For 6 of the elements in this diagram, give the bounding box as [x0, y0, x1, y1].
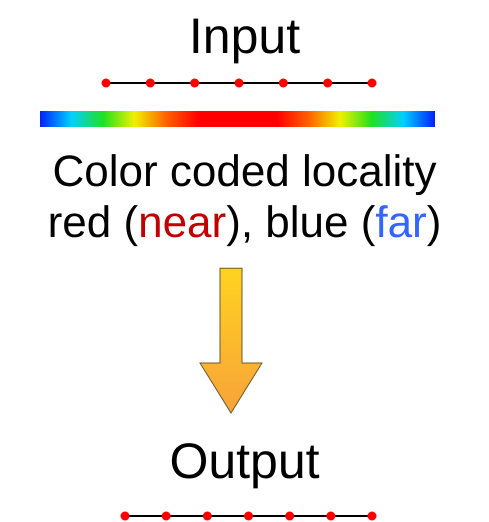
- color-scale-bar: [40, 111, 435, 127]
- heading-text: Output: [168, 433, 321, 490]
- caption-text: Color coded locality: [52, 147, 438, 198]
- block-arrow: [199, 268, 263, 414]
- caption-text: red (near), blue (far): [46, 198, 442, 248]
- heading-text: Input: [188, 8, 302, 66]
